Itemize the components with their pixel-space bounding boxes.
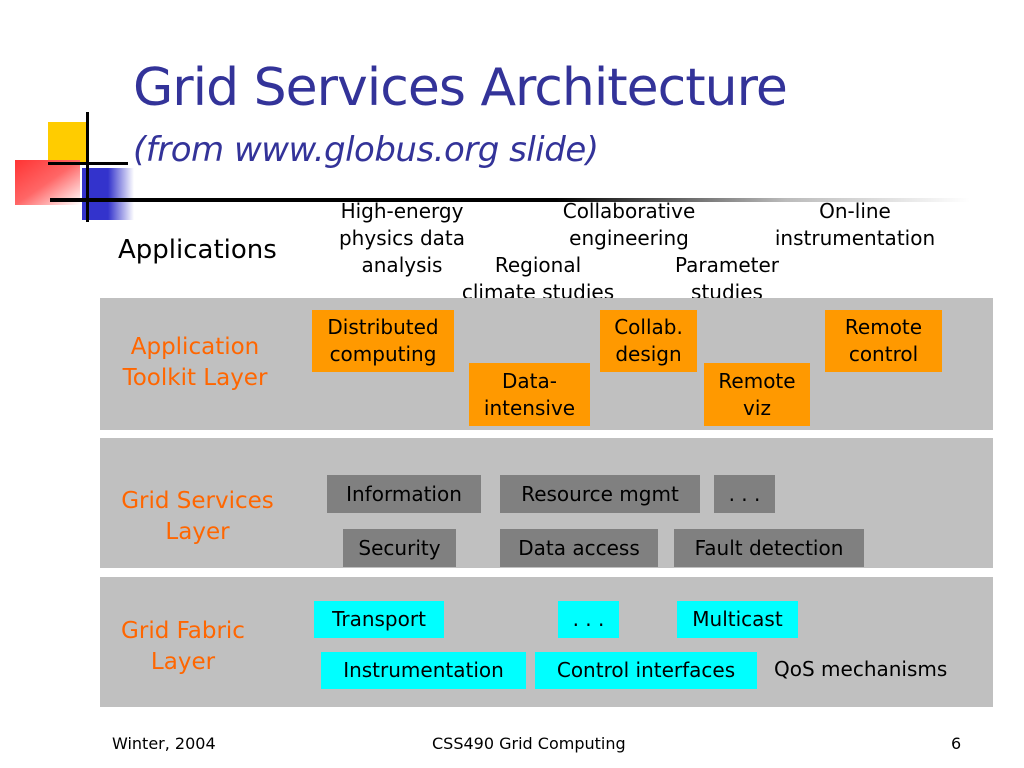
fabric-layer-label: Grid Fabric Layer: [121, 618, 245, 675]
title-divider: [50, 198, 970, 202]
services-box-information: Information: [327, 475, 481, 513]
toolkit-box-data-intensive: Data-intensive: [469, 363, 590, 426]
footer-date: Winter, 2004: [112, 734, 216, 753]
fabric-box-ellipsis: . . .: [558, 601, 619, 638]
footer-page-number: 6: [951, 734, 962, 753]
application-item-online: On-line instrumentation: [774, 199, 936, 250]
application-item-collaborative: Collaborative engineering: [562, 199, 696, 250]
services-layer-label: Grid Services Layer: [121, 488, 274, 545]
services-box-resource-mgmt: Resource mgmt: [500, 475, 700, 513]
decorative-blue-square: [82, 168, 134, 220]
fabric-box-control-interfaces: Control interfaces: [535, 652, 757, 689]
slide-title: Grid Services Architecture: [133, 58, 788, 118]
decorative-horizontal-line-short: [48, 162, 128, 165]
services-box-ellipsis: . . .: [714, 475, 775, 513]
services-box-data-access: Data access: [500, 529, 658, 567]
application-item-high-energy: High-energy physics data analysis: [338, 199, 465, 277]
services-box-fault-detection: Fault detection: [674, 529, 864, 567]
fabric-box-transport: Transport: [314, 601, 444, 638]
decorative-yellow-square: [48, 122, 88, 164]
slide-subtitle: (from www.globus.org slide): [133, 130, 599, 170]
applications-label: Applications: [118, 235, 277, 265]
fabric-qos-mechanisms: QoS mechanisms: [774, 657, 948, 681]
services-box-security: Security: [343, 529, 456, 567]
toolkit-box-collab-design: Collab.design: [600, 310, 697, 372]
fabric-box-instrumentation: Instrumentation: [321, 652, 526, 689]
toolkit-layer-label: Application Toolkit Layer: [122, 334, 268, 391]
fabric-box-multicast: Multicast: [677, 601, 798, 638]
decorative-red-square: [15, 160, 80, 205]
decorative-vertical-line: [86, 112, 89, 222]
footer-course: CSS490 Grid Computing: [432, 734, 626, 753]
